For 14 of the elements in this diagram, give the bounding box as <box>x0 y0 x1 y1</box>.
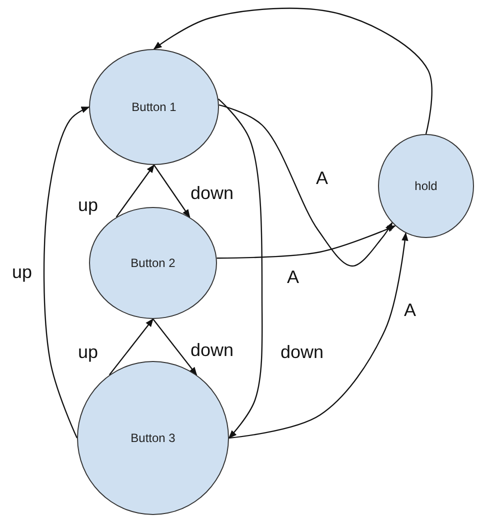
arrow <box>218 104 393 267</box>
arrow <box>154 164 190 218</box>
arrow <box>228 232 408 439</box>
state-label: Button 3 <box>130 431 176 445</box>
state-label: hold <box>414 179 438 193</box>
arrow <box>116 164 154 218</box>
arrow <box>218 98 263 439</box>
arrow <box>43 106 90 438</box>
arrow <box>216 225 396 259</box>
arrow <box>153 8 432 134</box>
arrow <box>108 318 154 376</box>
state-label: Button 2 <box>130 256 176 270</box>
arrow <box>152 318 198 376</box>
state-label: Button 1 <box>132 100 176 114</box>
